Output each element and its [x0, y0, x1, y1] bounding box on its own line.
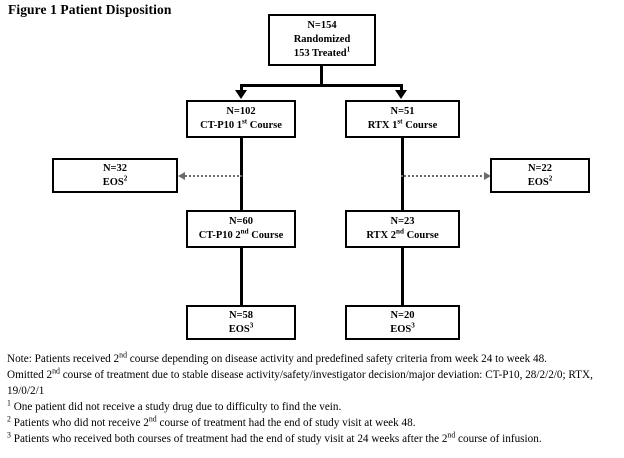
node-rtx-course1-line1: N=51 — [390, 106, 415, 118]
connector-dashed-to-eos-left — [182, 175, 242, 177]
node-ctp10-course1: N=102 CT-P10 1st Course — [186, 100, 296, 138]
node-eos-bottom-right: N=20 EOS3 — [345, 305, 460, 340]
footnote-ref-3b: 3 — [411, 321, 415, 329]
node-eos-left-line2: EOS2 — [102, 174, 128, 188]
arrowhead-to-ctp10-course1 — [235, 90, 247, 99]
footnote-3: 3 Patients who received both courses of … — [7, 429, 542, 445]
footnote-1: 1 One patient did not receive a study dr… — [7, 397, 342, 413]
connector-split-bar — [240, 84, 403, 87]
node-eos-bottom-right-line1: N=20 — [390, 309, 415, 321]
node-eos-bottom-left: N=58 EOS3 — [186, 305, 296, 340]
footnote-ref-2b: 2 — [548, 174, 553, 182]
node-ctp10-course1-line1: N=102 — [226, 106, 256, 118]
node-eos-left-line1: N=32 — [102, 162, 128, 174]
footnote-omitted: Omitted 2nd course of treatment due to s… — [7, 366, 593, 397]
node-eos-bottom-left-line1: N=58 — [228, 309, 254, 321]
node-rtx-course2-line2: RTX 2nd Course — [366, 227, 439, 241]
footnote-ref-2: 2 — [123, 174, 128, 182]
node-rtx-course1: N=51 RTX 1st Course — [345, 100, 460, 138]
node-rtx-course2: N=23 RTX 2nd Course — [345, 210, 460, 248]
node-eos-bottom-right-line2: EOS3 — [390, 321, 415, 335]
connector-ctp10-course2-to-eos — [240, 248, 243, 305]
node-ctp10-course2: N=60 CT-P10 2nd Course — [186, 210, 296, 248]
node-ctp10-course2-line2: CT-P10 2nd Course — [198, 227, 284, 241]
connector-drop-left — [240, 84, 243, 92]
footnote-ref-3: 3 — [249, 321, 254, 329]
node-eos-right: N=22 EOS2 — [490, 158, 590, 193]
node-randomized-line2: Randomized — [293, 34, 351, 46]
footnote-2: 2 Patients who did not receive 2nd cours… — [7, 413, 416, 429]
connector-rtx-course1-to-course2 — [401, 138, 404, 210]
node-eos-left: N=32 EOS2 — [52, 158, 178, 193]
arrowhead-to-eos-right — [484, 172, 491, 180]
node-ctp10-course1-line2: CT-P10 1st Course — [200, 117, 282, 131]
node-randomized: N=154 Randomized 153 Treated1 — [268, 14, 376, 66]
connector-randomized-stem — [320, 66, 323, 86]
page-title: Figure 1 Patient Disposition — [8, 2, 172, 17]
node-rtx-course2-line1: N=23 — [390, 216, 415, 228]
connector-dashed-to-eos-right — [401, 175, 486, 177]
node-rtx-course1-line2: RTX 1st Course — [367, 117, 438, 131]
arrowhead-to-eos-left — [178, 172, 185, 180]
footnotes-block: Note: Patients received 2nd course depen… — [7, 350, 619, 447]
arrowhead-to-rtx-course1 — [395, 90, 407, 99]
connector-drop-right — [400, 84, 403, 92]
connector-ctp10-course1-to-course2 — [240, 138, 243, 210]
connector-rtx-course2-to-eos — [401, 248, 404, 305]
node-eos-right-line1: N=22 — [527, 162, 553, 174]
node-eos-right-line2: EOS2 — [527, 174, 553, 188]
footnote-note: Note: Patients received 2nd course depen… — [7, 350, 547, 365]
node-eos-bottom-left-line2: EOS3 — [228, 321, 254, 335]
node-randomized-line3: 153 Treated1 — [293, 45, 351, 59]
node-ctp10-course2-line1: N=60 — [228, 216, 254, 228]
node-randomized-line1: N=154 — [307, 20, 337, 32]
footnote-ref-1: 1 — [346, 45, 351, 54]
